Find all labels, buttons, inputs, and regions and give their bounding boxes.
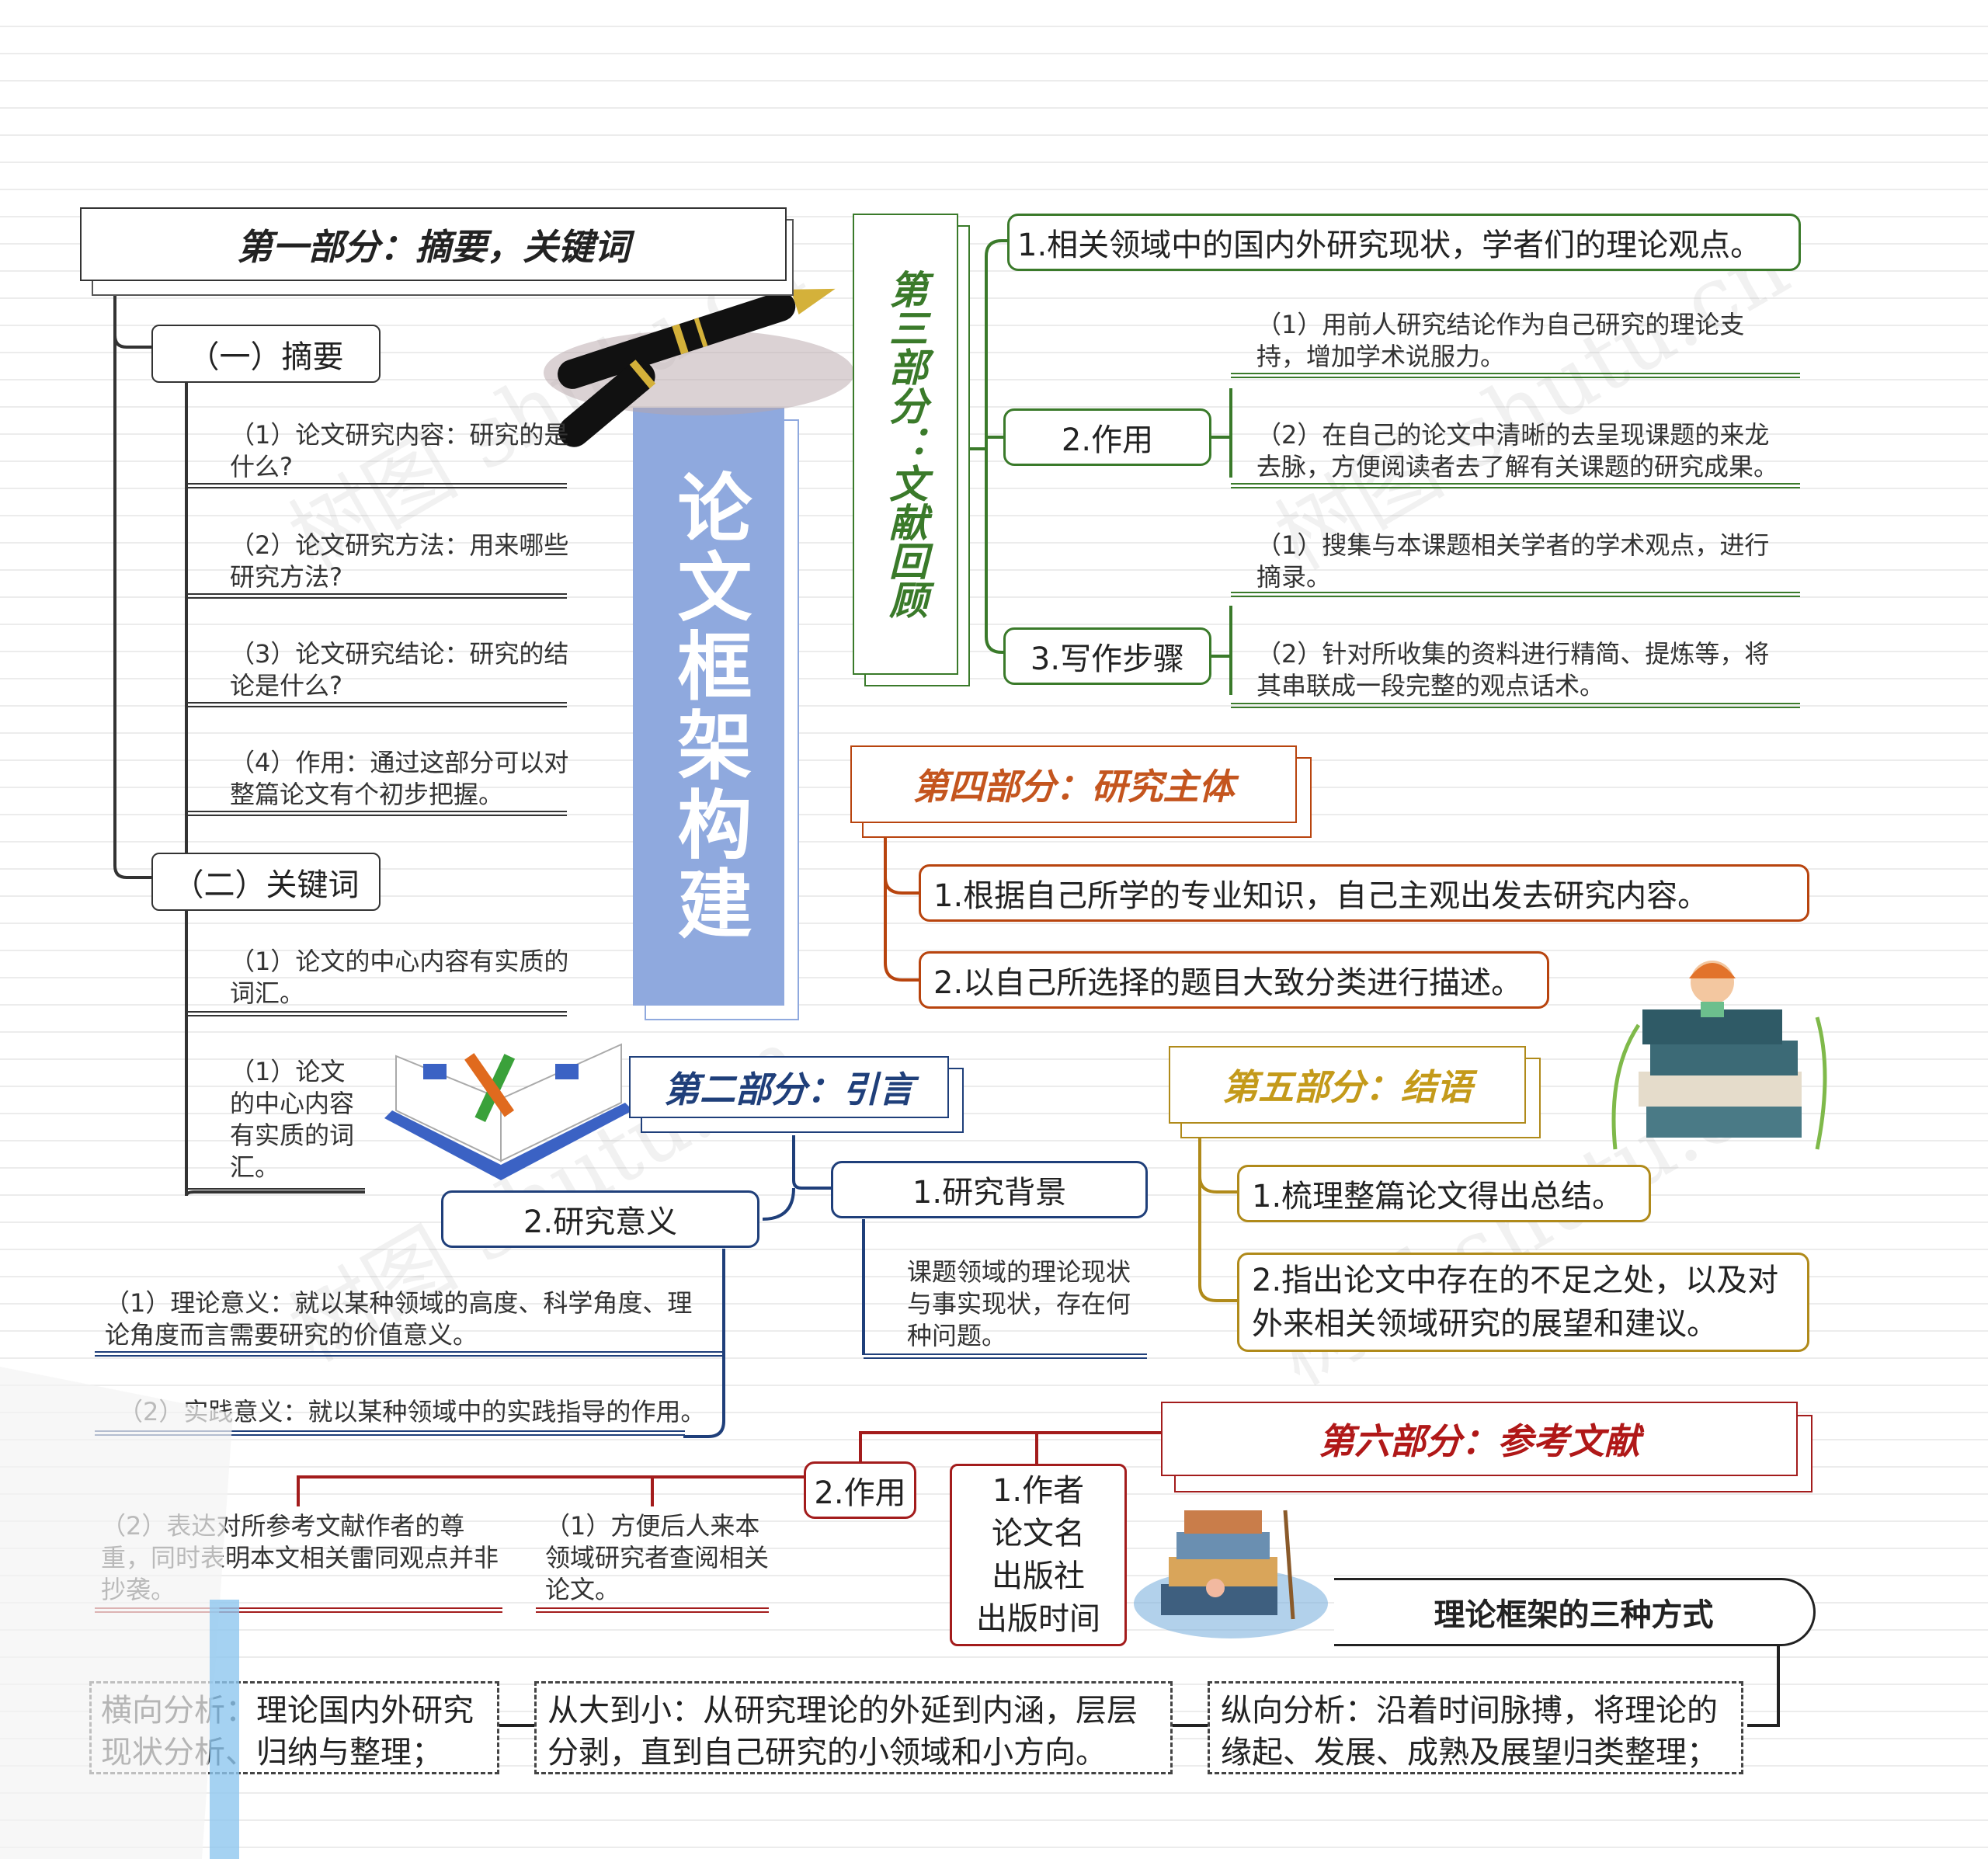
underline [186,811,567,816]
underline [1231,373,1800,378]
framework-title: 理论框架的三种方式 [1434,1597,1714,1633]
part6-role-item-1: （1）方便后人来本领域研究者查阅相关论文。 [545,1511,770,1604]
underline [186,593,567,599]
keywords-node: （二）关键词 [151,853,381,911]
publish-date-line: 出版时间 [976,1600,1100,1637]
pen-illustration [544,288,854,447]
author-info-box: 1.作者 论文名 出版社 出版时间 [950,1464,1127,1646]
framework-vertical: 纵向分析：沿着时间脉搏，将理论的缘起、发展、成熟及展望归类整理； [1208,1681,1743,1774]
part3-item-1: 1.相关领域中的国内外研究现状，学者们的理论观点。 [1007,214,1801,271]
part5-item-2: 2.指出论文中存在的不足之处，以及对外来相关领域研究的展望和建议。 [1237,1253,1809,1352]
part2-title-box: 第二部分：引言 [629,1056,949,1118]
underline [1231,592,1800,597]
underline [864,1353,1147,1359]
underline [95,1607,502,1613]
underline [186,483,567,488]
framework-title-box: 理论框架的三种方式 [1334,1578,1816,1646]
research-background-text: 课题领域的理论现状与事实现状，存在何种问题。 [907,1257,1131,1350]
keywords-item-2: （1）论文的中心内容有实质的词汇。 [230,1057,355,1182]
part3-steps-node: 3.写作步骤 [1003,627,1211,685]
part3-role-item-1: （1）用前人研究结论作为自己研究的理论支持，增加学术说服力。 [1256,310,1745,371]
research-significance-node: 2.研究意义 [441,1190,759,1248]
underline [95,1351,724,1357]
part4-title: 第四部分：研究主体 [912,766,1235,808]
part4-item-1: 1.根据自己所学的专业知识，自己主观出发去研究内容。 [919,864,1809,922]
books-girl-illustration [1611,961,1827,1150]
underline [186,702,567,707]
underline [186,1188,365,1194]
pencil-decoration [0,1367,239,1859]
part3-title: 第三部分：文献回顾 [883,269,928,619]
part3-role-node: 2.作用 [1003,408,1211,466]
book-illustration [384,1043,633,1180]
part3-role-item-2: （2）在自己的论文中清晰的去呈现课题的来龙去脉，方便阅读者去了解有关课题的研究成… [1256,420,1779,481]
part6-title: 第六部分：参考文献 [1319,1420,1640,1462]
abstract-item-3: （3）论文研究结论：研究的结论是什么? [230,639,569,700]
underline [536,1607,769,1613]
keywords-item-1: （1）论文的中心内容有实质的词汇。 [230,947,569,1008]
part4-item-2: 2.以自己所选择的题目大致分类进行描述。 [919,951,1549,1009]
part3-steps-item-1: （1）搜集与本课题相关学者的学术观点，进行摘录。 [1256,530,1770,592]
part6-role-node: 2.作用 [804,1461,916,1519]
part2-title: 第二部分：引言 [664,1068,914,1110]
part6-title-box: 第六部分：参考文献 [1161,1402,1798,1476]
underline [1231,483,1800,488]
part5-title-box: 第五部分：结语 [1169,1046,1526,1124]
part5-item-1: 1.梳理整篇论文得出总结。 [1237,1165,1651,1222]
part1-title-box: 第一部分：摘要，关键词 [80,207,787,281]
significance-item-1: （1）理论意义：就以某种领域的高度、科学角度、理论角度而言需要研究的价值意义。 [105,1288,693,1350]
abstract-item-2: （2）论文研究方法：用来哪些研究方法? [230,530,569,592]
abstract-item-1: （1）论文研究内容：研究的是什么? [230,420,569,481]
center-title-box: 论文框架构建 [633,408,784,1006]
part5-title: 第五部分：结语 [1222,1066,1472,1108]
part4-title-box: 第四部分：研究主体 [850,745,1297,823]
author-line: 1.作者 [992,1472,1085,1509]
abstract-node: （一）摘要 [151,325,381,383]
research-background-node: 1.研究背景 [831,1161,1148,1218]
paper-name-line: 论文名 [992,1515,1085,1551]
publisher-line: 出版社 [992,1558,1085,1594]
underline [186,1011,567,1016]
underline [95,1430,685,1436]
abstract-item-4: （4）作用：通过这部分可以对整篇论文有个初步把握。 [230,748,569,809]
part1-title: 第一部分：摘要，关键词 [237,225,630,268]
part3-title-box: 第三部分：文献回顾 [853,214,958,675]
center-title: 论文框架构建 [665,469,752,944]
part3-steps-item-2: （2）针对所收集的资料进行精简、提炼等，将其串联成一段完整的观点话术。 [1256,639,1770,700]
framework-top-down: 从大到小：从研究理论的外延到内涵，层层分剥，直到自己研究的小领域和小方向。 [534,1681,1173,1774]
library-illustration [1134,1510,1328,1638]
underline [1231,703,1800,708]
